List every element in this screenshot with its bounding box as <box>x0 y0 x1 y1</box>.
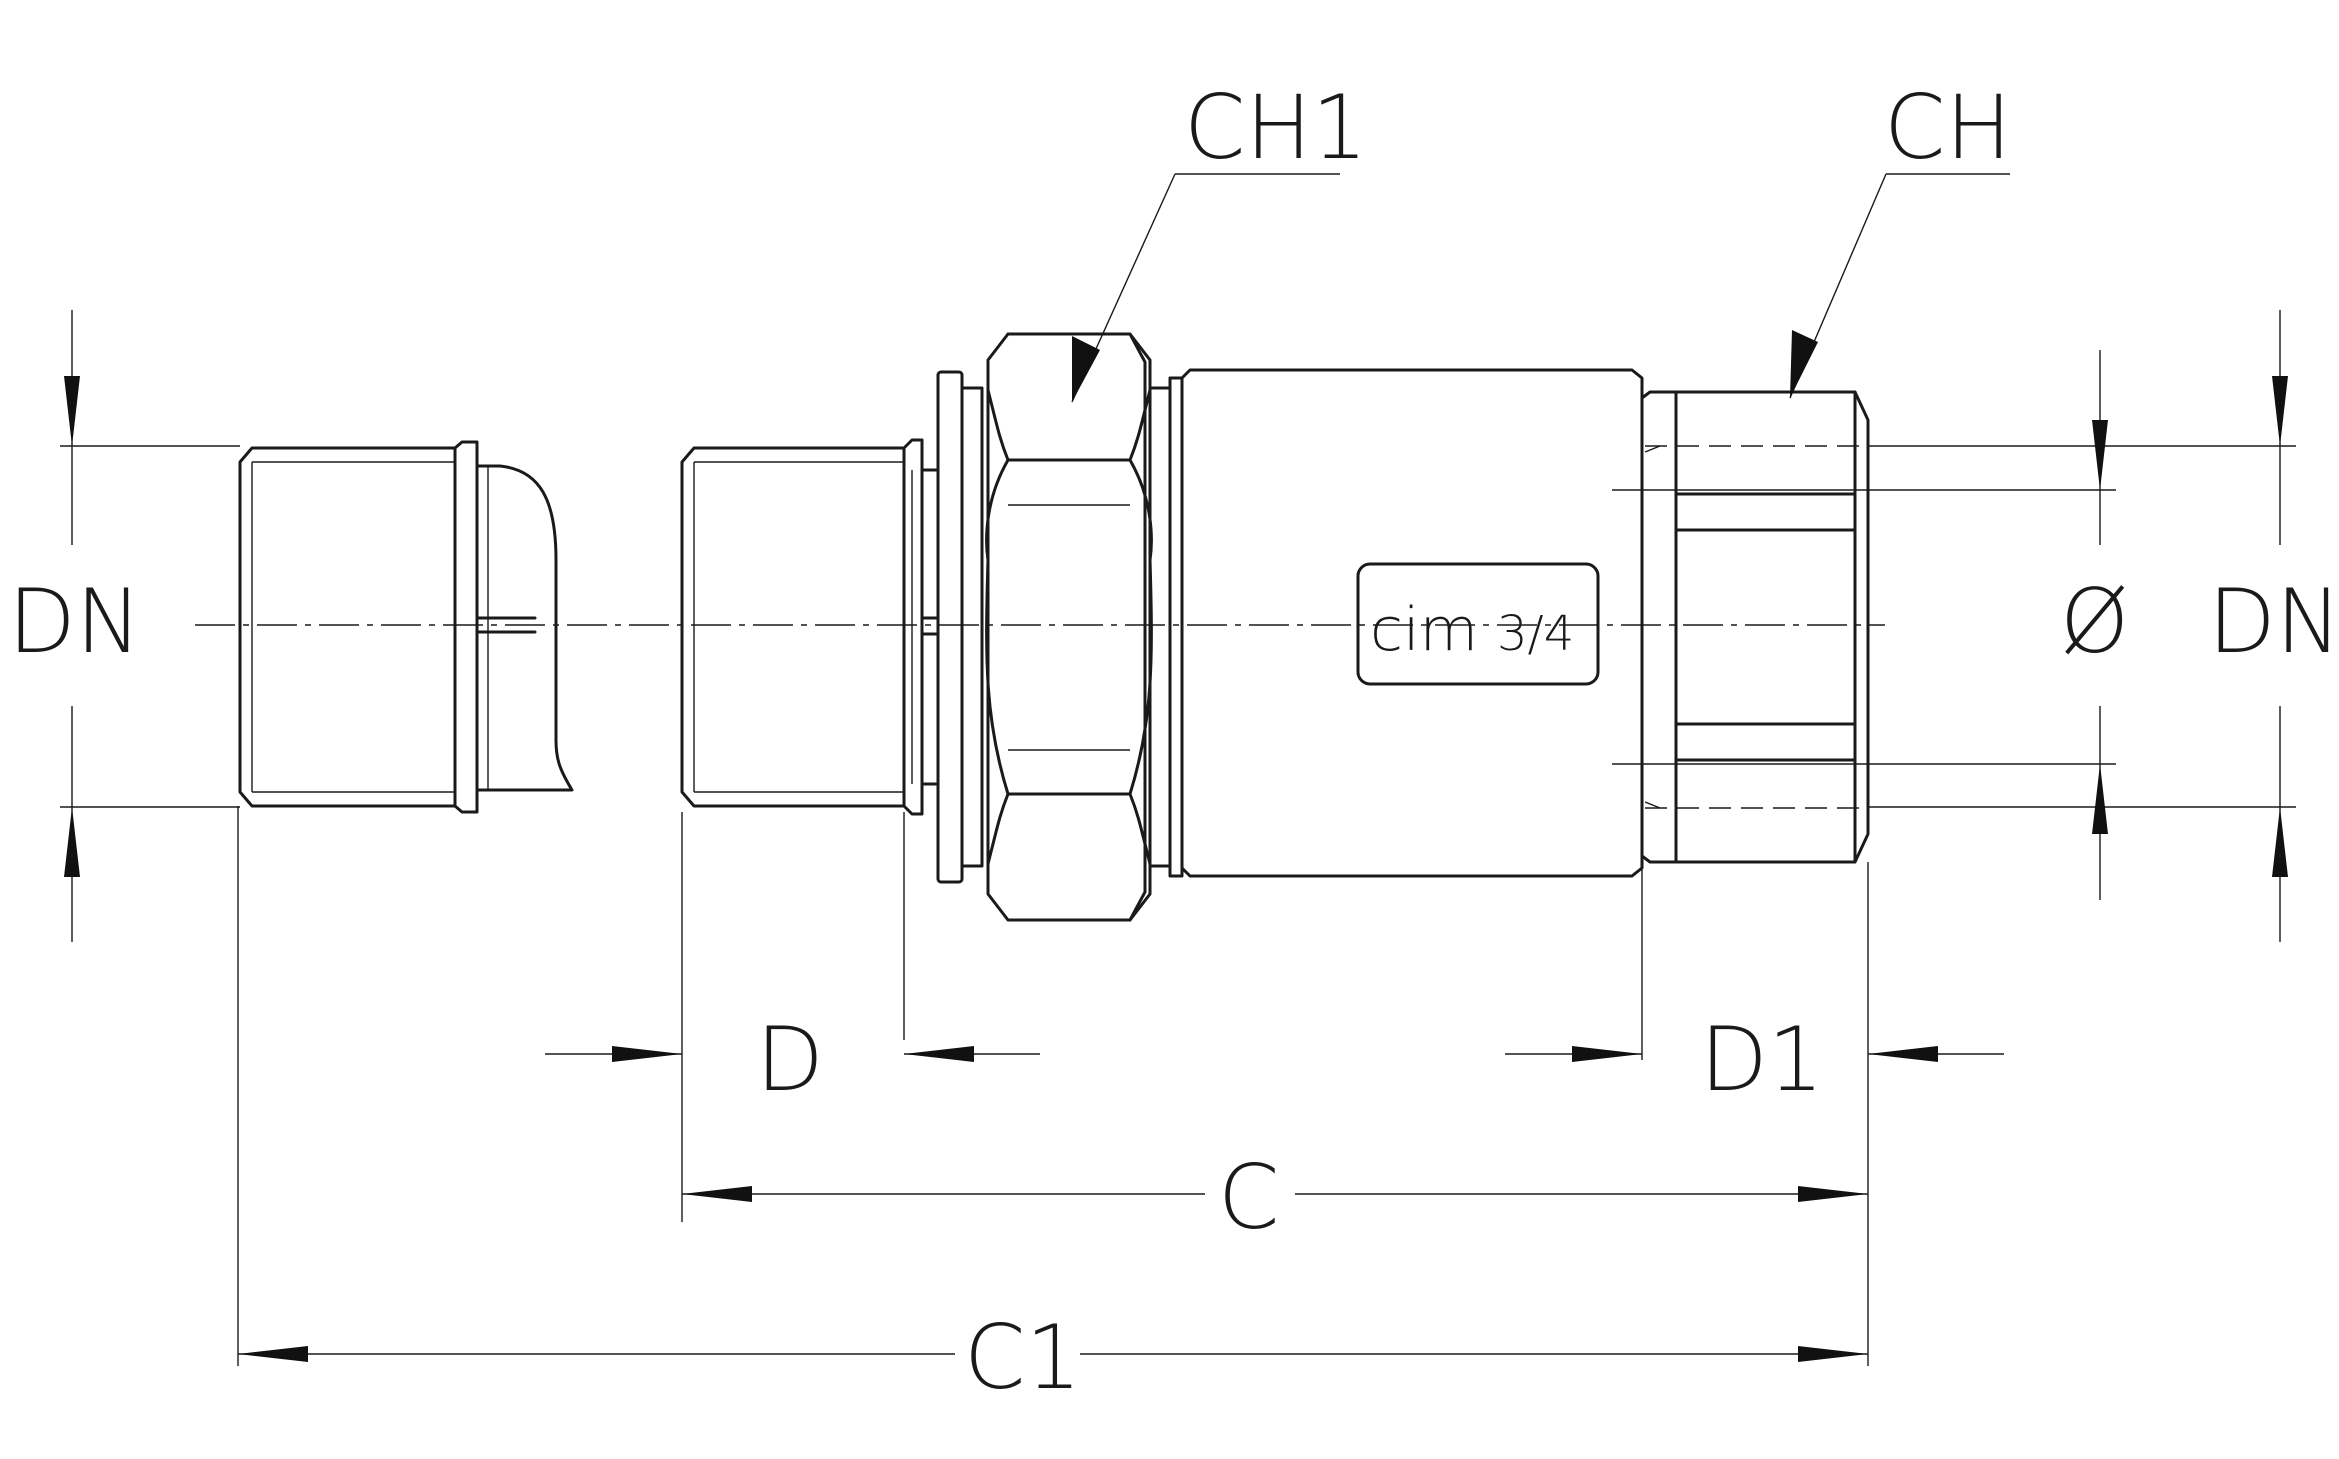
collar <box>1148 376 1184 878</box>
dim-d <box>545 812 1040 1222</box>
flange-washer <box>936 370 984 884</box>
dim-c1-label: C1 <box>964 1306 1081 1409</box>
marking-size: 3/4 <box>1497 606 1574 662</box>
dim-d-label: D <box>756 1008 824 1111</box>
hex-nut-ch1 <box>985 332 1153 922</box>
body: cim 3/4 <box>1180 368 1644 878</box>
leader-ch-label: CH <box>1884 76 2012 179</box>
leader-ch1-label: CH1 <box>1184 76 1368 179</box>
marking-plate <box>1356 562 1600 686</box>
dim-c1 <box>237 806 1868 1366</box>
marking-brand: cim <box>1370 595 1478 665</box>
dim-diameter-label: Ø <box>2060 570 2129 673</box>
dim-d1 <box>1505 862 2004 1366</box>
leader-ch1 <box>1071 173 1340 403</box>
dim-dn-left <box>60 310 240 942</box>
left-pipe <box>238 440 574 814</box>
dim-d1-label: D1 <box>1700 1008 1824 1111</box>
dim-c-label: C <box>1218 1146 1279 1249</box>
dim-c <box>682 1186 1868 1202</box>
threaded-pipe <box>680 438 940 816</box>
dim-dn-left-label: DN <box>8 570 142 673</box>
dim-dn-right <box>1868 310 2296 942</box>
female-end-ch <box>1640 390 1870 864</box>
leader-ch <box>1789 173 2010 399</box>
dim-diameter <box>1612 350 2116 900</box>
dim-dn-right-label: DN <box>2208 570 2339 673</box>
